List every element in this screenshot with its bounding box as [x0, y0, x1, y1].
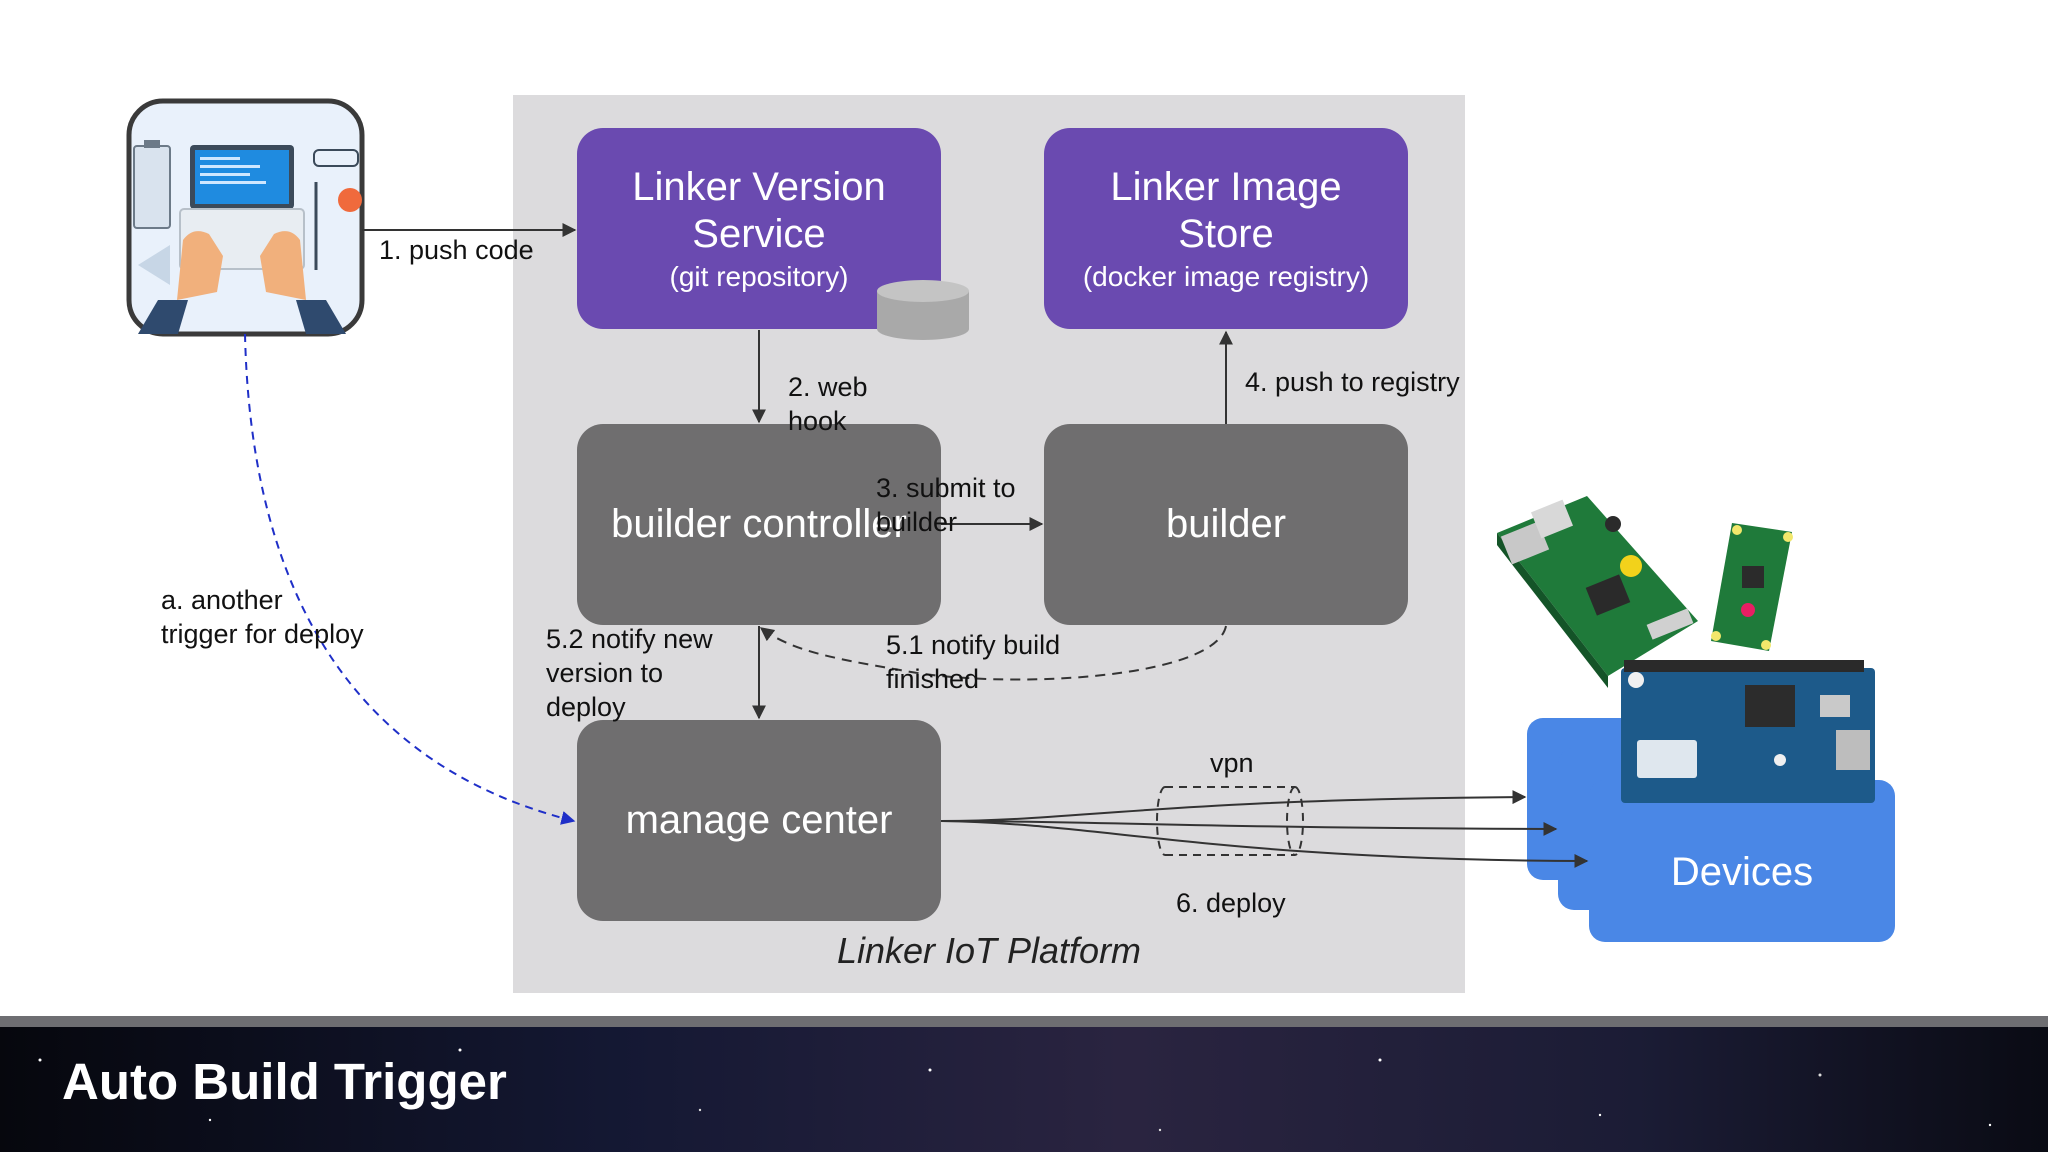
edge-deploy-3 [940, 820, 1589, 868]
edge-another-trigger [244, 333, 576, 825]
label-notify-build-1: 5.1 notify build [886, 630, 1061, 660]
builder-controller-node: builder controller [577, 424, 941, 625]
title-banner [0, 1016, 2048, 1152]
edge-deploy-1 [940, 790, 1527, 822]
edge-deploy-2 [940, 820, 1558, 836]
slide-title: Auto Build Trigger [62, 1053, 507, 1110]
manage-center-label: manage center [625, 798, 893, 842]
label-vpn: vpn [1210, 748, 1254, 778]
version-service-subtitle: (git repository) [669, 260, 849, 292]
vpn-tunnel [1156, 786, 1304, 856]
database-icon [877, 280, 969, 340]
label-notify-new-3: deploy [546, 692, 626, 722]
image-store-subtitle: (docker image registry) [1082, 260, 1370, 292]
devices-node: Devices [1589, 780, 1895, 942]
label-notify-new-2: version to [546, 658, 664, 688]
label-submit-1: 3. submit to [876, 473, 1016, 503]
platform-label: Linker IoT Platform [836, 930, 1142, 971]
version-service-title-1: Linker Version [632, 164, 886, 209]
label-notify-build-2: finished [886, 664, 980, 694]
label-another-trigger-2: trigger for deploy [161, 619, 364, 649]
version-service-title-2: Service [692, 211, 826, 256]
manage-center-node: manage center [577, 720, 941, 921]
label-push-code: 1. push code [379, 235, 534, 265]
intel-edison-board-image [1621, 660, 1875, 803]
label-web-hook-1: 2. web [788, 372, 868, 402]
raspberry-pi-board-image [1497, 496, 1698, 688]
label-push-to-registry: 4. push to registry [1245, 367, 1460, 397]
image-store-title-1: Linker Image [1110, 164, 1342, 209]
label-another-trigger-1: a. another [161, 585, 283, 615]
builder-node: builder [1044, 424, 1408, 625]
linker-image-store-node: Linker Image Store (docker image registr… [1044, 128, 1408, 329]
banner-strip [0, 1016, 2048, 1027]
builder-label: builder [1165, 502, 1287, 546]
builder-controller-label: builder controller [611, 502, 907, 546]
label-deploy: 6. deploy [1176, 888, 1286, 918]
linker-version-service-node: Linker Version Service (git repository) [577, 128, 941, 329]
label-submit-2: builder [876, 507, 958, 537]
devices-label: Devices [1670, 849, 1814, 894]
edge-notify-build-finished [759, 625, 1227, 681]
raspberry-pi-zero-image [1711, 523, 1793, 651]
image-store-title-2: Store [1178, 211, 1274, 256]
label-web-hook-2: hook [788, 406, 847, 436]
label-notify-new-1: 5.2 notify new [546, 624, 713, 654]
